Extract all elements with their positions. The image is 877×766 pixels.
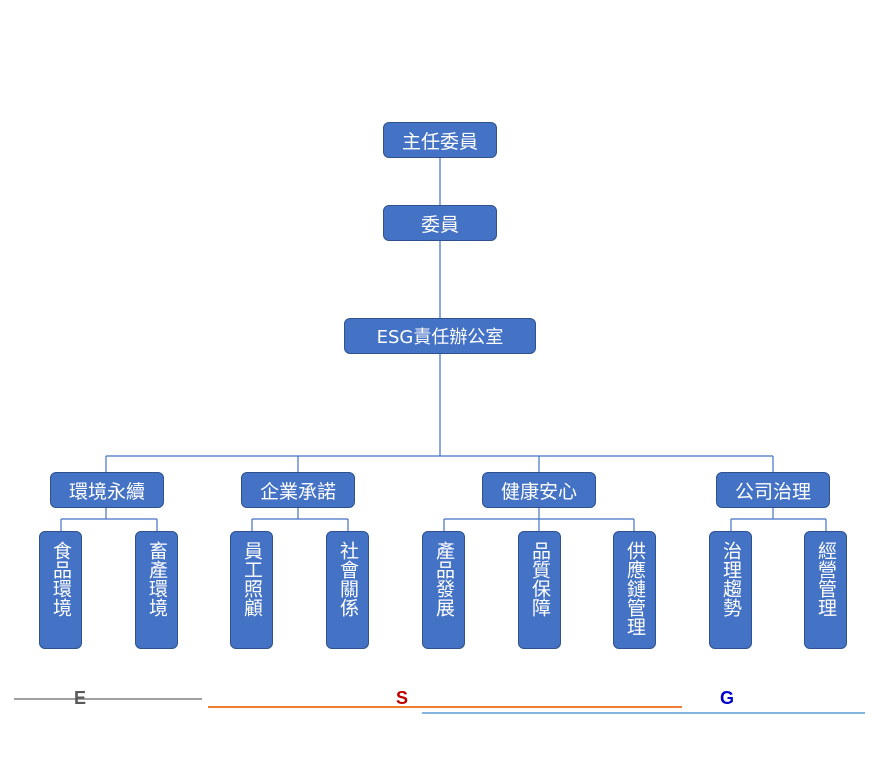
category-box-governance: 公司治理 (716, 472, 830, 508)
category-box-environment: 環境永續 (50, 472, 164, 508)
item-box-employee-care: 員工照顧 (230, 531, 273, 649)
item-box-social-relations: 社會關係 (326, 531, 369, 649)
item-box-livestock-environment: 畜產環境 (135, 531, 178, 649)
chair-box: 主任委員 (383, 122, 497, 158)
member-box: 委員 (383, 205, 497, 241)
item-box-governance-trends: 治理趨勢 (709, 531, 752, 649)
item-box-food-environment: 食品環境 (39, 531, 82, 649)
esg-label-s: S (395, 688, 409, 708)
esg-office-box: ESG責任辦公室 (344, 318, 536, 354)
esg-label-e: E (73, 688, 87, 708)
item-box-business-management: 經營管理 (804, 531, 847, 649)
item-box-quality-assurance: 品質保障 (518, 531, 561, 649)
item-box-product-development: 產品發展 (422, 531, 465, 649)
category-box-commitment: 企業承諾 (241, 472, 355, 508)
category-box-health: 健康安心 (482, 472, 596, 508)
esg-label-g: G (719, 688, 735, 708)
item-box-supply-chain: 供應鏈管理 (613, 531, 656, 649)
